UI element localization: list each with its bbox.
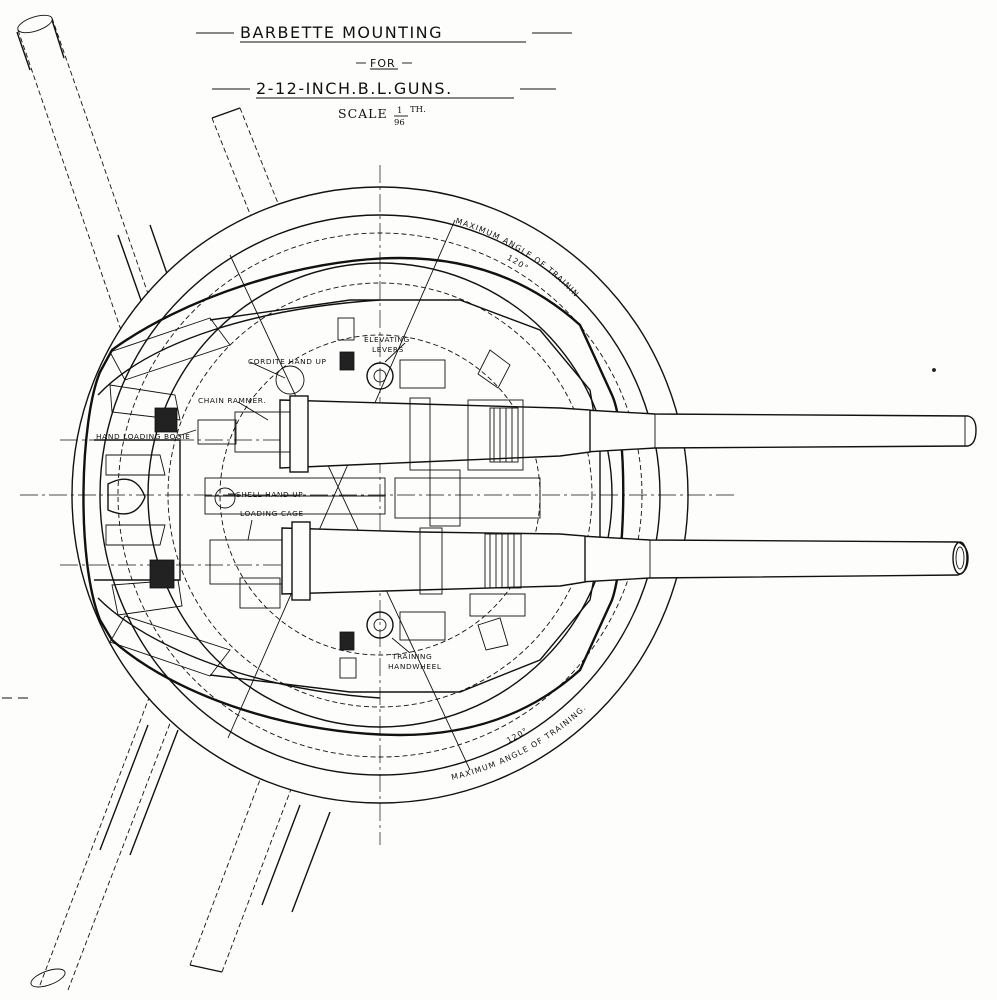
lower-wheel-block xyxy=(339,631,355,651)
rail-end-lower xyxy=(30,968,66,988)
label-hand-loading: HAND LOADING BOGIE xyxy=(96,432,190,441)
upper-lever-housing xyxy=(337,317,355,341)
speck xyxy=(932,368,936,372)
lower-cradle-frame xyxy=(469,593,526,617)
turntable-outline xyxy=(82,256,625,737)
upper-shot-bay xyxy=(109,384,181,421)
gunhouse-wall xyxy=(209,299,601,693)
upper-gun-hoops xyxy=(489,407,519,463)
leader-lines xyxy=(177,342,411,654)
rear-bogie xyxy=(107,478,146,515)
upper-lever-block xyxy=(339,351,355,371)
rail-lower-solid-2 xyxy=(261,804,331,913)
upper-gun xyxy=(197,395,977,473)
lower-gun-chase xyxy=(579,535,969,583)
title-line-1: BARBETTE MOUNTING xyxy=(240,23,443,42)
component-labels: ELEVATING LEVERS CORDITE HAND UP CHAIN R… xyxy=(96,335,442,671)
lower-wheel-housing xyxy=(339,657,357,679)
training-limit-line-a xyxy=(227,219,456,739)
scale-label: SCALE xyxy=(338,106,388,121)
upper-gun-rammer-head xyxy=(197,419,237,445)
cordite-hoist xyxy=(275,365,305,395)
elevating-training-gear xyxy=(337,317,526,679)
lower-training-wheel xyxy=(366,611,394,639)
label-shell-hand-up: SHELL HAND UP xyxy=(236,490,303,499)
upper-cradle-frame xyxy=(467,399,524,471)
lower-training-bracket xyxy=(477,617,509,651)
title-line-3: 2-12-INCH.B.L.GUNS. xyxy=(256,79,453,98)
upper-rammer-block xyxy=(154,407,178,433)
lower-gearbox xyxy=(399,611,446,641)
lower-gun-breech-body xyxy=(281,527,586,595)
upper-bracket xyxy=(109,317,231,381)
leader-training xyxy=(391,637,411,654)
turntable xyxy=(82,256,625,737)
scale-denominator: 96 xyxy=(394,118,405,128)
lower-gun-hoop-lines xyxy=(489,534,515,588)
upper-elevating-hub xyxy=(373,369,387,383)
rear-loading-platform xyxy=(94,439,181,581)
upper-elevating-wheel xyxy=(366,362,394,390)
title-block: BARBETTE MOUNTING FOR 2-12-INCH.B.L.GUNS… xyxy=(196,23,572,128)
loading-gear xyxy=(94,365,541,616)
label-loading-cage: LOADING CAGE xyxy=(240,509,304,518)
label-elevating-line1: ELEVATING xyxy=(364,335,410,344)
label-training-line2: HANDWHEEL xyxy=(388,662,442,671)
label-elevating-line2: LEVERS xyxy=(372,345,404,354)
leader-loading-cage xyxy=(247,519,253,541)
lower-gun-muzzle xyxy=(952,541,968,575)
lower-gun-breech-ring xyxy=(291,521,311,601)
central-bracket xyxy=(429,469,461,527)
scale-suffix: TH. xyxy=(410,105,426,115)
shell-hoist-head xyxy=(214,487,236,509)
turntable-lower-edge xyxy=(97,597,381,699)
leader-cordite xyxy=(249,361,286,379)
upper-gun-chase xyxy=(584,409,977,453)
rear-bogie-rails xyxy=(105,454,166,546)
upper-gun-trunnion-block xyxy=(409,397,431,471)
label-training-line1: TRAINING xyxy=(391,652,432,661)
lower-rammer-block xyxy=(149,559,175,589)
label-chain-rammer: CHAIN RAMMER. xyxy=(198,396,266,405)
title-line-2: FOR xyxy=(370,57,396,70)
lower-gun-trunnion-block xyxy=(419,527,443,595)
upper-gun-breech-ring xyxy=(289,395,309,473)
lower-training-hub xyxy=(373,618,387,632)
upper-gearbox xyxy=(399,359,446,389)
rail-mid-cap xyxy=(211,107,241,119)
rail-end-upper xyxy=(17,14,53,34)
lower-gun-muzzle-bore xyxy=(955,546,965,570)
leader-elevating xyxy=(384,342,406,363)
rail-upper-solid xyxy=(16,19,65,71)
lower-gun-hoops xyxy=(484,533,522,589)
leader-hand-loading xyxy=(177,429,197,437)
upper-gun-hoop-lines xyxy=(493,408,513,462)
rail-lower-cap xyxy=(189,964,223,973)
leader-chain-rammer xyxy=(237,401,269,421)
training-limit-line-b xyxy=(229,254,471,771)
central-slide xyxy=(394,477,541,519)
scale-numerator: 1 xyxy=(397,106,402,116)
label-cordite: CORDITE HAND UP xyxy=(248,357,327,366)
lower-gun-breech-mechanism xyxy=(209,539,283,585)
lower-bracket xyxy=(109,615,231,677)
upper-gun-breech-mechanism xyxy=(234,411,291,453)
rail-lower-solid xyxy=(99,724,179,856)
lower-gun-loading-tray xyxy=(239,577,281,609)
upper-gun-breech-body xyxy=(279,399,591,469)
lower-gun xyxy=(209,521,969,609)
upper-training-bracket xyxy=(477,349,511,389)
turntable-upper-edge xyxy=(97,299,381,396)
